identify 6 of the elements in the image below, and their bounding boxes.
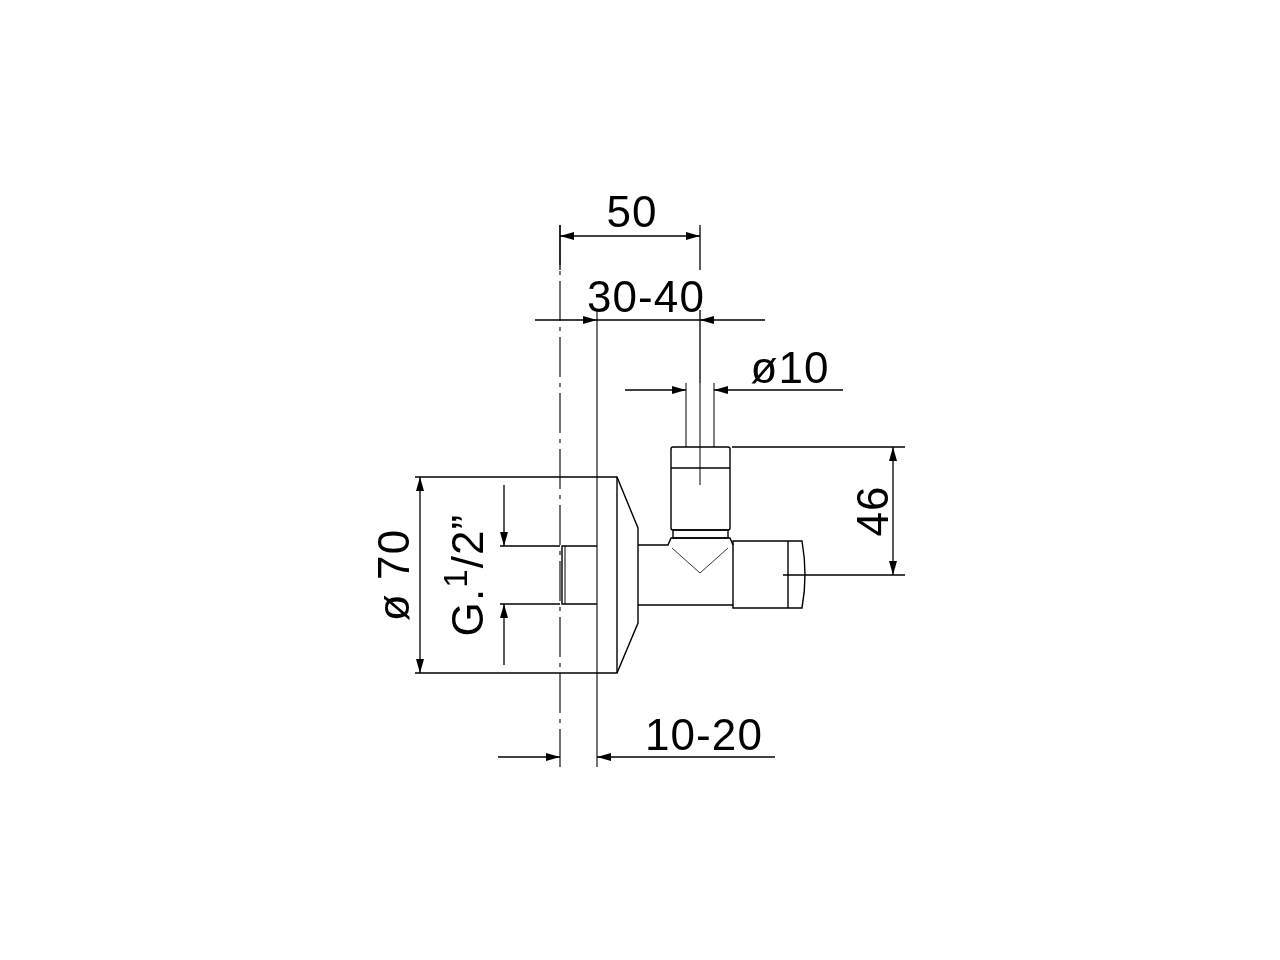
dimension-label: 46 [851, 485, 895, 537]
dimension-label: 50 [606, 190, 658, 234]
dimension-label: 30-40 [587, 275, 705, 319]
dimension-label: ø10 [750, 346, 830, 390]
dimension-label: ø 70 [372, 528, 416, 622]
dimension-label: 10-20 [645, 713, 763, 757]
